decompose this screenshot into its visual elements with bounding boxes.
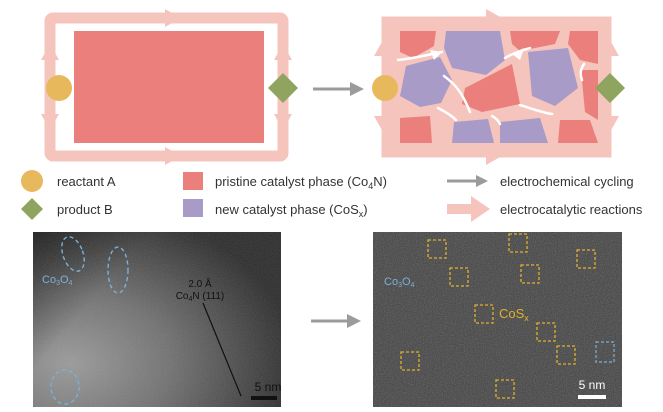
flow-arrowheads bbox=[41, 9, 292, 165]
catalyst-grains bbox=[400, 31, 598, 143]
legend-product-label: product B bbox=[57, 202, 113, 217]
reactant-a-icon bbox=[372, 75, 398, 101]
legend-reactant-label: reactant A bbox=[57, 174, 116, 189]
legend: reactant A product B pristine catalyst p… bbox=[21, 170, 643, 222]
legend-pristine-label: pristine catalyst phase (Co4N) bbox=[215, 174, 387, 191]
lattice-pointer-line bbox=[202, 302, 242, 397]
product-b-icon bbox=[268, 73, 298, 103]
pristine-catalyst-panel bbox=[41, 9, 298, 165]
cosx-domain-boxes bbox=[400, 233, 596, 399]
legend-cycling-label: electrochemical cycling bbox=[500, 174, 634, 189]
co3o4-domain-boxes bbox=[595, 341, 615, 363]
flow-arrowheads bbox=[374, 9, 619, 165]
legend-new-phase-label: new catalyst phase (CoSx) bbox=[215, 202, 368, 219]
lattice-plane-label: Co4N (111) bbox=[176, 291, 225, 303]
legend-reactions-label: electrocatalytic reactions bbox=[500, 202, 643, 217]
cycling-arrow bbox=[313, 82, 364, 96]
legend-reactant-icon bbox=[21, 170, 43, 192]
scale-bar bbox=[251, 396, 277, 400]
transformed-catalyst-panel bbox=[372, 9, 625, 165]
pristine-phase-block bbox=[74, 31, 264, 143]
legend-product-icon bbox=[21, 198, 43, 220]
legend-cycling-icon bbox=[447, 175, 488, 187]
internal-flow-arrows bbox=[430, 48, 524, 60]
legend-reactions-icon bbox=[447, 196, 490, 222]
product-b-icon bbox=[595, 73, 625, 103]
legend-new-phase-swatch bbox=[183, 199, 203, 217]
cycling-arrow-bottom bbox=[311, 314, 361, 328]
scale-bar bbox=[578, 395, 606, 399]
scale-bar-label: 5 nm bbox=[579, 378, 606, 392]
co3o4-label: Co3O4 bbox=[384, 276, 415, 289]
co3o4-label: Co3O4 bbox=[42, 274, 73, 287]
reactant-a-icon bbox=[46, 75, 72, 101]
stem-micrograph: Co3O4 2.0 Å Co4N (111) 5 nm bbox=[33, 232, 281, 407]
co3o4-domain-outlines bbox=[50, 236, 129, 405]
legend-pristine-swatch bbox=[183, 172, 203, 190]
hrtem-micrograph: Co3O4 CoSx 5 nm bbox=[373, 232, 622, 407]
scale-bar-label: 5 nm bbox=[255, 380, 282, 394]
cosx-label: CoSx bbox=[499, 306, 529, 323]
lattice-spacing-label: 2.0 Å bbox=[188, 277, 212, 290]
